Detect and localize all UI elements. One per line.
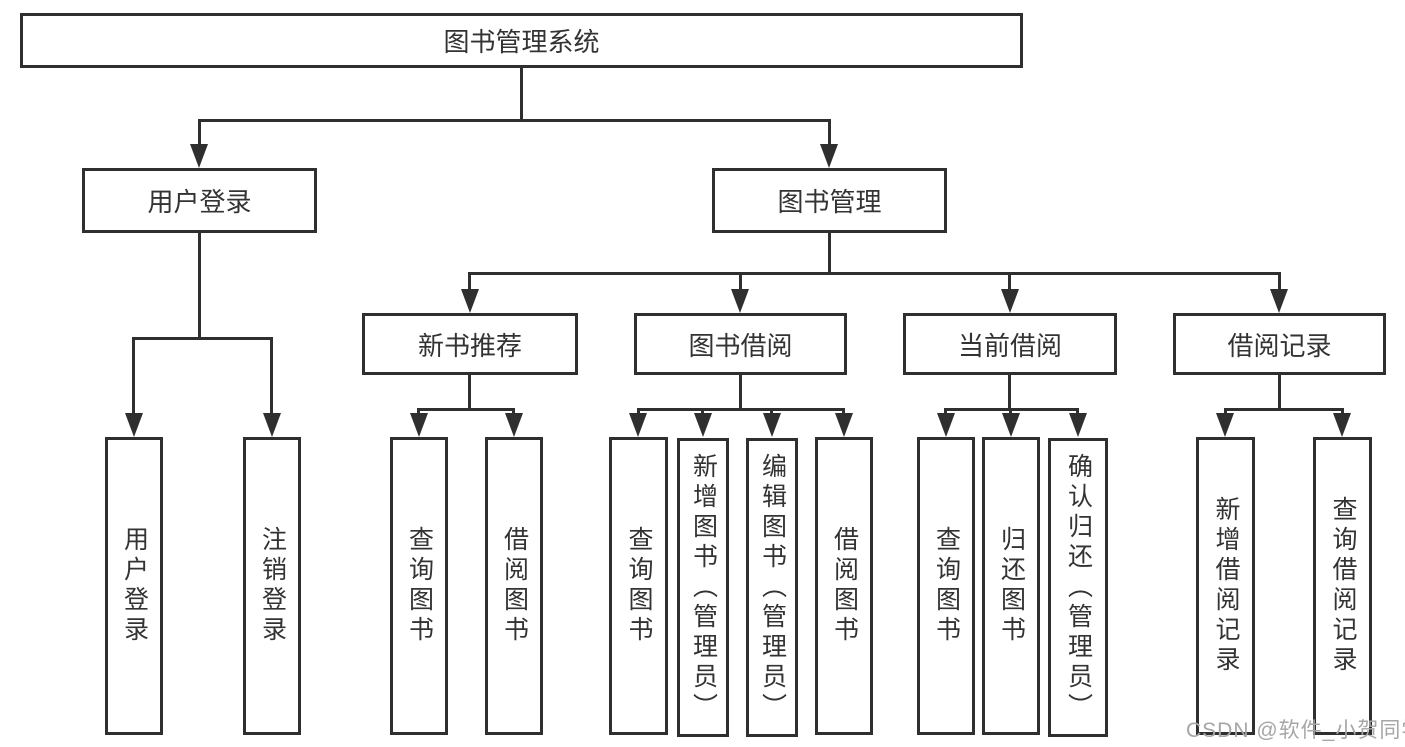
edge-borrow-records-bracket — [1224, 408, 1344, 411]
edge-book-borrow-drop — [739, 272, 742, 292]
leaf-query-borrow-record: 查询借阅记录 — [1313, 437, 1372, 735]
leaf-query-books-borrowing: 查询图书 — [609, 437, 668, 735]
node-label: 新增借阅记录 — [1212, 496, 1240, 676]
leaf-borrow-books: 借阅图书 — [815, 437, 873, 735]
node-book-management: 图书管理 — [712, 168, 947, 233]
edge-leaf-drop — [944, 408, 947, 416]
leaf-logout: 注销登录 — [243, 437, 301, 735]
arrowhead-leaf — [763, 413, 781, 437]
node-borrowing-records: 借阅记录 — [1173, 313, 1386, 375]
edge-leaf-drop — [512, 408, 515, 416]
leaf-query-books-current: 查询图书 — [917, 437, 975, 735]
arrowhead-login-leaf — [125, 413, 143, 437]
edge-leaf-drop — [770, 408, 773, 416]
node-label: 新增图书（管理员） — [689, 452, 718, 723]
edge-logout-leaf-drop — [270, 337, 273, 415]
node-label: 注销登录 — [258, 526, 287, 646]
edge-new-book-bracket — [417, 408, 515, 411]
edge-leaf-drop — [637, 408, 640, 416]
leaf-user-login: 用户登录 — [105, 437, 163, 735]
edge-leaf-drop — [417, 408, 420, 416]
leaf-add-books-admin: 新增图书（管理员） — [677, 438, 729, 737]
edge-current-borrow-stem — [1008, 375, 1011, 409]
edge-borrow-records-stem — [1278, 375, 1281, 409]
node-label: 查询图书 — [932, 526, 961, 646]
node-label: 归还图书 — [997, 526, 1026, 646]
arrowhead-current-borrow — [1001, 289, 1019, 313]
edge-leaf-drop — [1224, 408, 1227, 416]
leaf-add-borrow-record: 新增借阅记录 — [1196, 437, 1255, 735]
arrowhead-book-borrow — [731, 289, 749, 313]
edge-book-mgmt-bracket — [468, 272, 1281, 275]
edge-user-login-stem — [198, 233, 201, 338]
arrowhead-leaf — [1333, 413, 1351, 437]
node-new-book-recommend: 新书推荐 — [362, 313, 578, 375]
node-label: 查询图书 — [625, 526, 653, 646]
edge-new-book-drop — [468, 272, 471, 292]
node-current-borrowing: 当前借阅 — [903, 313, 1117, 375]
edge-borrow-records-drop — [1278, 272, 1281, 292]
node-label: 编辑图书（管理员） — [758, 452, 787, 723]
arrowhead-leaf — [1069, 413, 1087, 437]
node-label: 查询借阅记录 — [1329, 496, 1357, 676]
arrowhead-leaf — [937, 413, 955, 437]
edge-book-mgmt-stem — [828, 233, 831, 273]
edge-root-stem — [520, 68, 523, 120]
arrowhead-leaf — [1002, 413, 1020, 437]
arrowhead-leaf — [1216, 413, 1234, 437]
edge-user-login-bracket — [132, 337, 273, 340]
arrowhead-new-book — [461, 289, 479, 313]
arrowhead-borrow-records — [1270, 289, 1288, 313]
edge-leaf-drop — [1009, 408, 1012, 416]
edge-current-borrow-drop — [1008, 272, 1011, 292]
arrowhead-logout-leaf — [263, 413, 281, 437]
edge-book-mgmt-drop — [828, 119, 831, 147]
edge-book-borrow-bracket — [637, 408, 845, 411]
node-label: 用户登录 — [147, 187, 252, 217]
edge-leaf-drop — [842, 408, 845, 416]
arrowhead-leaf — [410, 413, 428, 437]
node-label: 借阅记录 — [1227, 330, 1332, 361]
node-user-login: 用户登录 — [82, 168, 317, 233]
edge-new-book-stem — [468, 375, 471, 409]
arrowhead-leaf — [505, 413, 523, 437]
node-label: 当前借阅 — [957, 330, 1062, 361]
node-label: 图书管理 — [777, 187, 882, 217]
leaf-query-books-recommend: 查询图书 — [390, 437, 448, 735]
leaf-borrow-books-recommend: 借阅图书 — [485, 437, 543, 735]
node-label: 图书管理系统 — [443, 27, 600, 57]
node-library-system: 图书管理系统 — [20, 13, 1023, 68]
node-book-borrowing: 图书借阅 — [634, 313, 847, 375]
edge-book-borrow-stem — [739, 375, 742, 409]
node-label: 新书推荐 — [417, 330, 522, 361]
arrowhead-leaf — [835, 413, 853, 437]
arrowhead-leaf — [629, 413, 647, 437]
leaf-confirm-return-admin: 确认归还（管理员） — [1048, 438, 1108, 737]
leaf-return-books: 归还图书 — [982, 437, 1040, 735]
edge-root-bracket — [198, 119, 831, 122]
edge-leaf-drop — [1076, 408, 1079, 416]
node-label: 图书借阅 — [688, 330, 793, 361]
node-label: 确认归还（管理员） — [1064, 452, 1093, 723]
edge-leaf-drop — [1341, 408, 1344, 416]
arrowhead-user-login — [190, 144, 208, 168]
node-label: 借阅图书 — [500, 526, 529, 646]
leaf-edit-books-admin: 编辑图书（管理员） — [746, 438, 798, 737]
node-label: 查询图书 — [405, 526, 434, 646]
node-label: 用户登录 — [120, 526, 149, 646]
edge-user-login-drop — [198, 119, 201, 147]
arrowhead-leaf — [694, 413, 712, 437]
arrowhead-book-mgmt — [820, 144, 838, 168]
node-label: 借阅图书 — [830, 526, 859, 646]
csdn-watermark: CSDN @软件_小贺同学 — [1186, 719, 1405, 742]
edge-login-leaf-drop — [132, 337, 135, 415]
edge-leaf-drop — [701, 408, 704, 416]
